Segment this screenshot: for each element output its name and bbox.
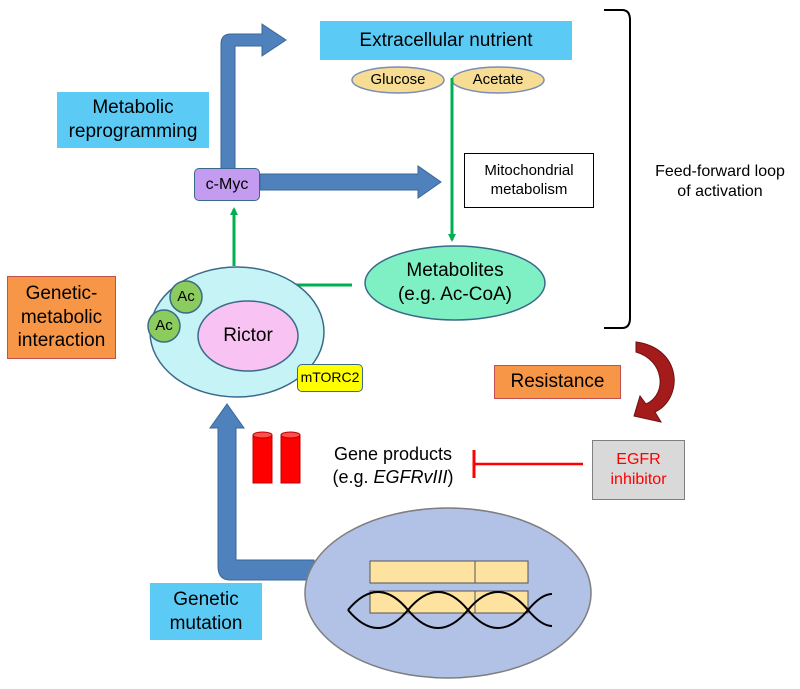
- resistance-arrow: [633, 341, 675, 423]
- gene-products-suffix: ): [447, 467, 454, 488]
- glucose-oval: [351, 66, 445, 94]
- ac-label-1: Ac: [177, 287, 195, 305]
- gene-products-prefix: (e.g.: [332, 467, 374, 488]
- rictor-oval: [197, 300, 299, 372]
- metabolites-oval: [364, 245, 546, 321]
- ac-circle-2: [147, 309, 181, 343]
- gene-product-cylinder-2: [280, 431, 301, 484]
- mtorc2-box: mTORC2: [297, 364, 363, 392]
- glucose-label: Glucose: [370, 70, 426, 88]
- genetic-mutation-box: Genetic mutation: [150, 583, 262, 640]
- rictor-label: Rictor: [223, 325, 273, 347]
- feed-forward-label: Feed-forward loop of activation: [655, 163, 785, 200]
- chromatin-block-2: [474, 560, 529, 584]
- reprogramming-arrow: [220, 23, 287, 171]
- chromatin-block-1: [369, 560, 476, 584]
- mitochondrial-metabolism-box: Mitochondrial metabolism: [464, 153, 594, 208]
- gene-products-line1: Gene products: [333, 444, 453, 464]
- extracellular-nutrient-box: Extracellular nutrient: [320, 21, 572, 60]
- genetic-metabolic-interaction-box: Genetic- metabolic interaction: [7, 276, 116, 359]
- ac-circle-1: [169, 280, 203, 314]
- ac-label-2: Ac: [155, 316, 173, 334]
- gene-products-label: Gene products (e.g. EGFRvIII): [318, 443, 468, 490]
- cmyc-box: c-Myc: [194, 168, 260, 201]
- metabolic-reprogramming-box: Metabolic reprogramming: [57, 92, 209, 148]
- mitochondrial-arrow: [259, 165, 442, 199]
- egfr-inhibitor-box: EGFR inhibitor: [592, 440, 685, 500]
- resistance-box: Resistance: [494, 365, 621, 399]
- acetate-label: Acetate: [472, 70, 524, 88]
- gene-product-cylinder-1: [252, 431, 273, 484]
- dna-helix: [347, 591, 553, 629]
- gene-products-example: EGFRvIII: [373, 467, 448, 488]
- feed-forward-bracket: [604, 9, 631, 329]
- genetic-mutation-arrow: [209, 403, 315, 581]
- metabolites-label: Metabolites (e.g. Ac-CoA): [397, 260, 513, 305]
